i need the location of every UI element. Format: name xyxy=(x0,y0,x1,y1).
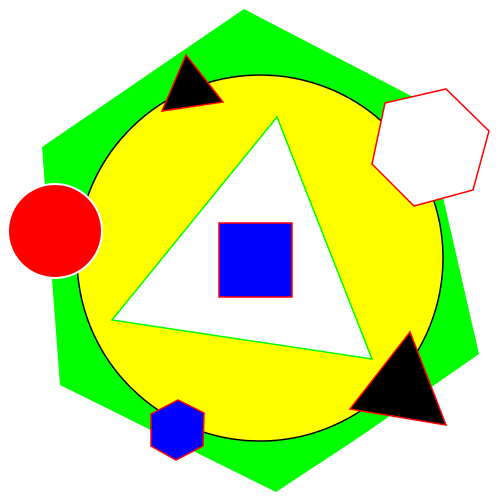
red-circle xyxy=(7,183,103,279)
white-heptagon xyxy=(371,88,490,207)
blue-square xyxy=(218,222,293,298)
black-triangle-large xyxy=(348,330,448,426)
black-triangle-small xyxy=(160,53,225,112)
blue-hexagon xyxy=(150,399,205,461)
